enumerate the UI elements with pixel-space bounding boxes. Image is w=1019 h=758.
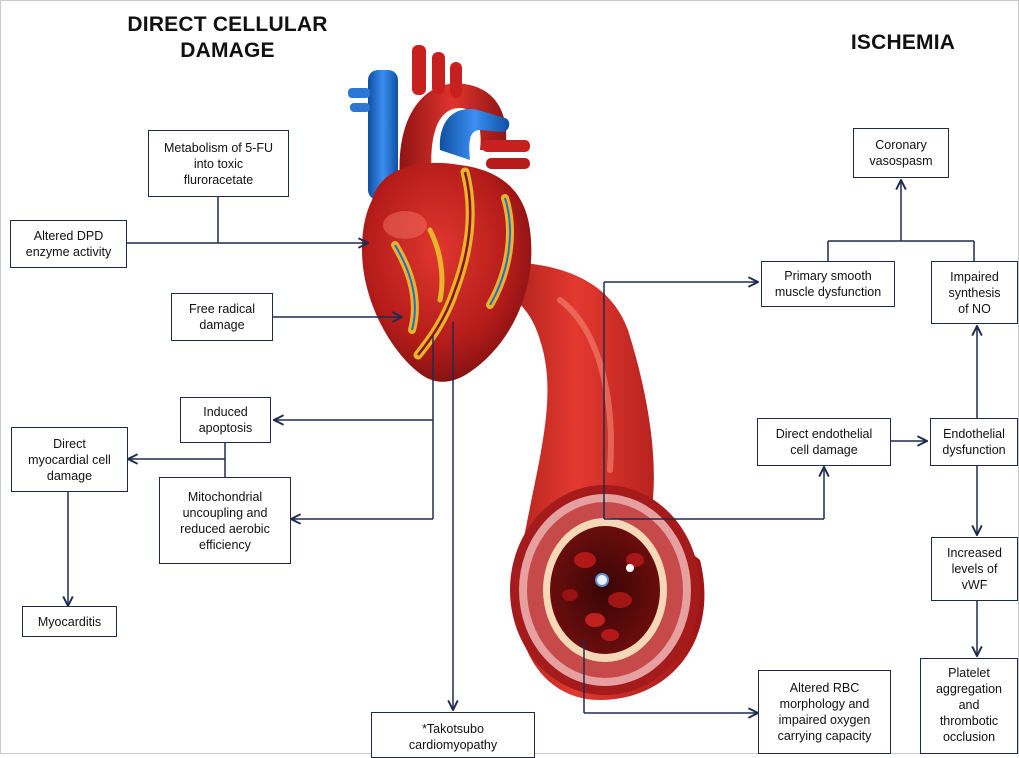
- box-mitochondrial: Mitochondrial uncoupling and reduced aer…: [159, 477, 291, 564]
- pulmonary-vein: [348, 88, 370, 98]
- aortic-branch: [450, 62, 462, 98]
- heading-direct-cellular-damage: DIRECT CELLULAR DAMAGE: [120, 12, 335, 64]
- heading-ischemia: ISCHEMIA: [838, 30, 968, 56]
- heart-highlight: [383, 211, 427, 239]
- box-free-radical: Free radical damage: [171, 293, 273, 341]
- red-blood-cell: [585, 613, 605, 627]
- box-primary-smooth-muscle: Primary smooth muscle dysfunction: [761, 261, 895, 307]
- red-blood-cell: [562, 589, 578, 601]
- box-direct-myocardial: Direct myocardial cell damage: [11, 427, 128, 492]
- box-endothelial-dysfunction: Endothelial dysfunction: [930, 418, 1018, 466]
- box-metabolism: Metabolism of 5-FU into toxic fluroracet…: [148, 130, 289, 197]
- red-blood-cell: [601, 629, 619, 641]
- box-platelet-aggregation: Platelet aggregation and thrombotic occl…: [920, 658, 1018, 754]
- box-myocarditis: Myocarditis: [22, 606, 117, 637]
- box-induced-apoptosis: Induced apoptosis: [180, 397, 271, 443]
- box-impaired-no: Impaired synthesis of NO: [931, 261, 1018, 324]
- heart-illustration: [348, 45, 531, 382]
- pulmonary-vein-right: [486, 158, 530, 169]
- pulmonary-vein: [350, 103, 370, 112]
- white-blood-cell: [596, 574, 608, 586]
- box-altered-rbc: Altered RBC morphology and impaired oxyg…: [758, 670, 891, 754]
- box-coronary-vasospasm: Coronary vasospasm: [853, 128, 949, 178]
- red-blood-cell: [608, 592, 632, 608]
- aortic-branch: [432, 52, 445, 94]
- box-altered-dpd: Altered DPD enzyme activity: [10, 220, 127, 268]
- aortic-branch: [412, 45, 426, 95]
- box-direct-endothelial: Direct endothelial cell damage: [757, 418, 891, 466]
- box-vwf: Increased levels of vWF: [931, 537, 1018, 601]
- white-blood-cell: [626, 564, 634, 572]
- red-blood-cell: [574, 552, 596, 568]
- pulmonary-vein-right: [482, 140, 530, 152]
- box-takotsubo: *Takotsubo cardiomyopathy: [371, 712, 535, 758]
